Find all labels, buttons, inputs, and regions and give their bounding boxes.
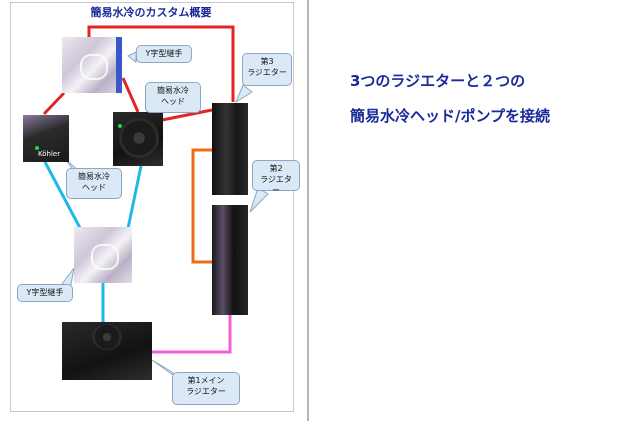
y-joint-bottom-photo bbox=[74, 227, 132, 283]
radiator2-photo bbox=[212, 205, 248, 315]
pump-head-icon bbox=[119, 118, 159, 158]
label-radiator3: 第3 ラジエター bbox=[242, 53, 292, 86]
radiator-fan-icon bbox=[92, 324, 122, 350]
red-tube-left bbox=[44, 93, 64, 114]
label-cooler-head-right: 簡易水冷 ヘッド bbox=[145, 82, 201, 113]
pink-tube bbox=[152, 315, 230, 352]
cooler-head-right-photo bbox=[113, 112, 163, 166]
brand-logo: Köhler bbox=[38, 150, 60, 158]
callout-tail-yjoint-top bbox=[128, 52, 136, 62]
headline-line2: 簡易水冷ヘッド/ポンプを接続 bbox=[350, 105, 550, 126]
red-tube-right bbox=[123, 78, 138, 112]
label-radiator2: 第2 ラジエター bbox=[252, 160, 300, 191]
label-y-joint-top: Y字型継手 bbox=[136, 45, 192, 63]
status-led-icon bbox=[118, 124, 122, 128]
radiator3-photo bbox=[212, 103, 248, 195]
headline-line1: 3つのラジエターと２つの bbox=[350, 70, 525, 91]
y-joint-top-photo bbox=[62, 37, 122, 93]
orange-tube bbox=[193, 150, 213, 262]
radiator1-photo bbox=[62, 322, 152, 380]
label-cooler-head-left: 簡易水冷 ヘッド bbox=[66, 168, 122, 199]
cooler-head-left-photo: Köhler bbox=[23, 115, 69, 162]
callout-tail-radiator3 bbox=[236, 85, 252, 102]
label-radiator1: 第1メイン ラジエター bbox=[172, 372, 240, 405]
label-y-joint-bottom: Y字型継手 bbox=[17, 284, 73, 302]
